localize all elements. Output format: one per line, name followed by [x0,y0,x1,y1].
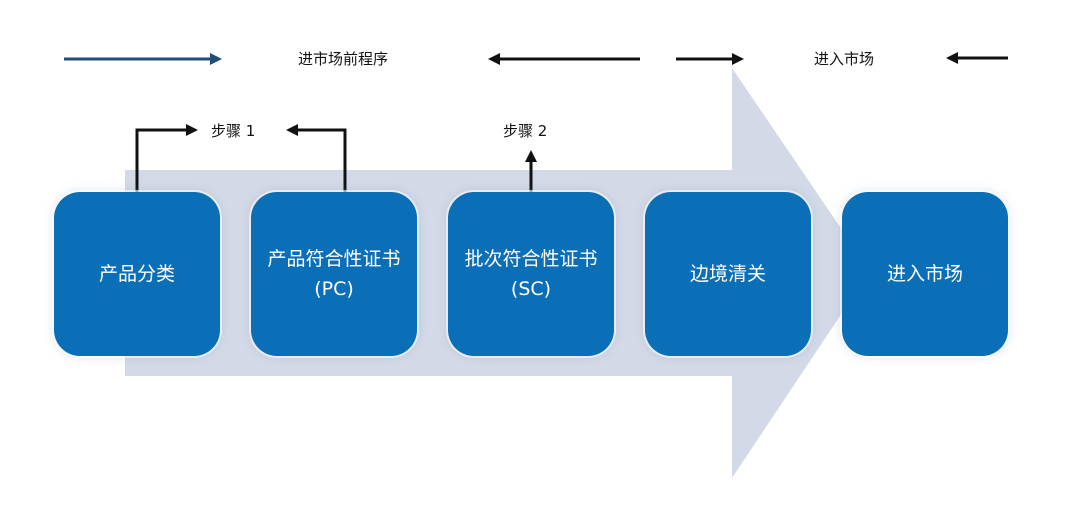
product-certificate-box: 产品符合性证书 (PC) [251,192,417,356]
step1-arrow-left [286,124,347,192]
step1-label: 步骤 1 [211,122,256,140]
pre-market-label: 进市场前程序 [298,50,389,68]
step1-arrow-right [135,124,198,192]
step2-arrow-up [525,150,537,192]
box-label: 产品符合性证书 [267,248,401,270]
box-label: 进入市场 [886,263,963,285]
header-arrow-left-3 [946,52,1008,64]
product-classification-box: 产品分类 [54,192,220,356]
header-arrow-left-1 [488,53,640,65]
batch-certificate-box: 批次符合性证书 (SC) [448,192,614,356]
market-entry-label: 进入市场 [814,50,875,68]
header-arrow-right-2 [676,53,744,65]
market-entry-box: 进入市场 [842,192,1008,356]
step2-label: 步骤 2 [503,122,548,140]
box-sublabel: (PC) [314,278,354,300]
box-label: 边境清关 [689,263,766,285]
box-label: 产品分类 [98,263,175,285]
box-sublabel: (SC) [510,278,552,300]
box-label: 批次符合性证书 [464,248,598,270]
border-clearance-box: 边境清关 [645,192,811,356]
header-arrow-pre-market [64,53,222,65]
